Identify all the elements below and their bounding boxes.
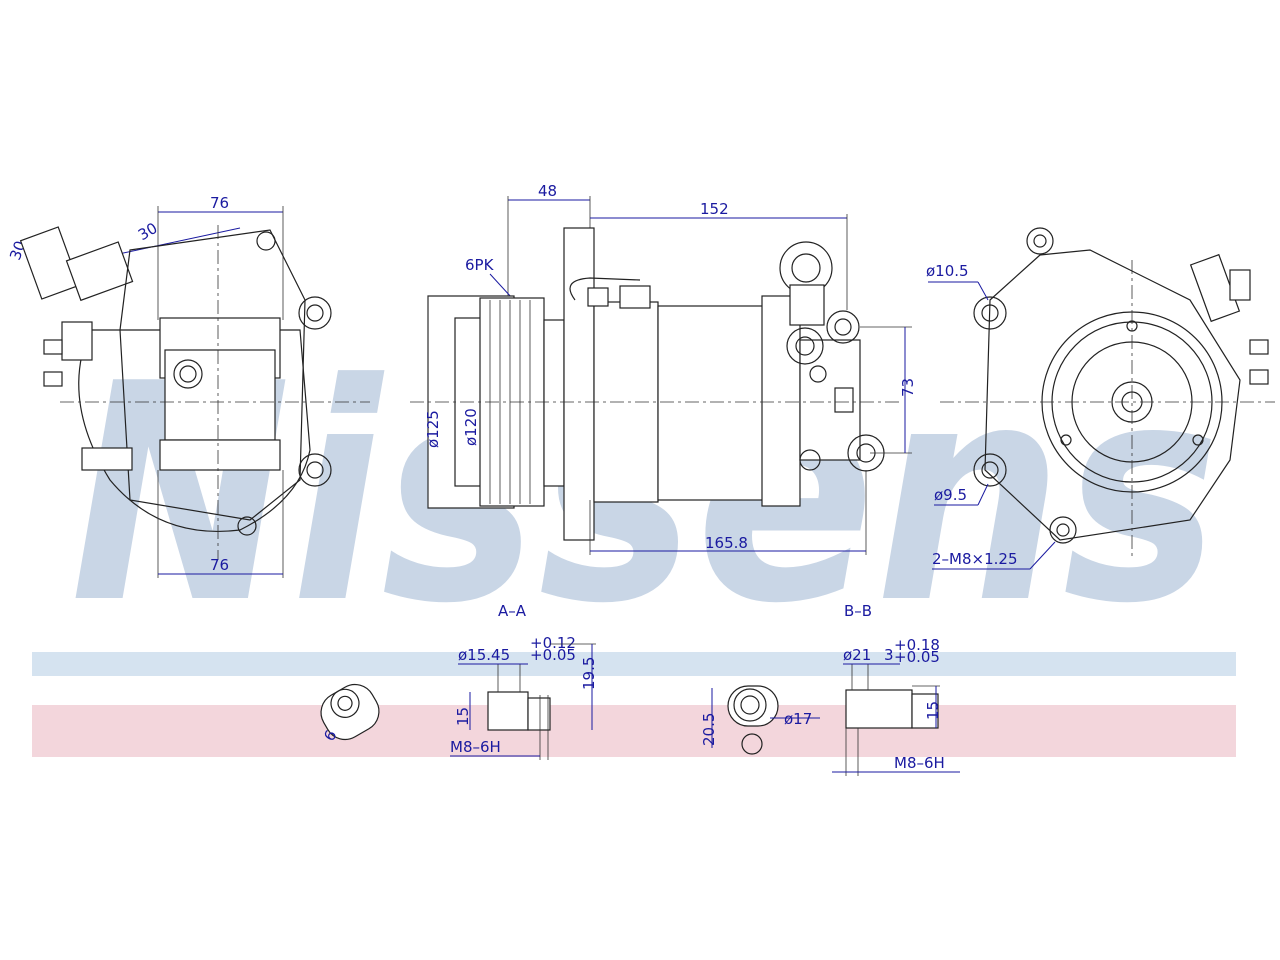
b-dim-m8-6h: M8–6H [894,754,945,772]
dim-76-top: 76 [210,194,229,212]
dim-125: ø125 [424,410,442,448]
right-view: ø10.5 ø9.5 2–M8×1.25 [926,227,1275,570]
dim-9-5: ø9.5 [934,486,967,504]
dim-30-b: 30 [135,219,161,244]
section-label-a-a: A–A [498,602,527,620]
b-dim-21: ø21 [843,646,871,664]
b-dim-17: ø17 [784,710,812,728]
a-dim-15: 15 [454,707,472,726]
dim-48: 48 [538,182,557,200]
a-dim-m8-6h: M8–6H [450,738,501,756]
b-tol-lower: +0.05 [894,648,940,666]
label-6pk: 6PK [465,256,495,274]
dim-120: ø120 [462,408,480,446]
a-dim-19-5: 19.5 [580,657,598,690]
dim-m8x1-25: 2–M8×1.25 [932,550,1018,568]
a-dim-15-45: ø15.45 [458,646,510,664]
a-tol-upper: +0.12 [530,634,576,652]
dim-152: 152 [700,200,729,218]
dim-10-5: ø10.5 [926,262,969,280]
dim-165-8: 165.8 [705,534,748,552]
center-view: 48 152 6PK [410,182,917,555]
section-label-b-b: B–B [844,602,872,620]
b-dim-3: 3 [884,646,894,664]
a-tol-lower: +0.05 [530,646,576,664]
stripe-blue [32,652,1236,676]
b-dim-20-5: 20.5 [700,713,718,746]
section-b-b: B–B 20.5 ø17 ø21 3 +0.18 +0.05 15 M8–6H [700,602,960,776]
stripe-pink [32,705,1236,757]
section-a-a: A–A 6 ø15.45 +0.12 +0.05 19.5 15 M8–6H [320,602,598,760]
b-tol-upper: +0.18 [894,636,940,654]
b-dim-15: 15 [924,701,942,720]
dim-76-bottom: 76 [210,556,229,574]
dim-73: 73 [899,378,917,397]
